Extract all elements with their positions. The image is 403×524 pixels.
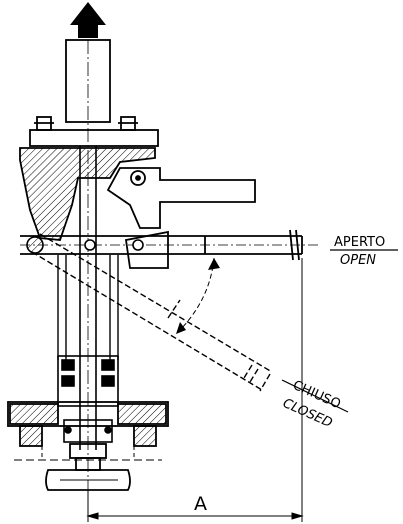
handle-closed-position <box>31 233 273 392</box>
swing-arc-arrow-icon <box>208 258 220 270</box>
stem-tube <box>65 39 111 123</box>
dimension-a <box>86 258 304 522</box>
handle-open-position <box>20 229 318 261</box>
seal-rings <box>63 419 113 443</box>
lift-arrow-icon <box>70 2 106 38</box>
upper-flange <box>29 116 159 147</box>
dimension-a-label: A <box>194 493 207 515</box>
lever-linkage <box>106 167 256 269</box>
bonnet-body-section <box>19 147 156 241</box>
swing-arc-arrow-icon <box>176 322 186 334</box>
closed-label-divider <box>281 379 349 413</box>
stem-rods <box>79 146 97 450</box>
lower-flange <box>7 401 169 461</box>
packing-gland <box>57 355 119 407</box>
open-label-english: OPEN <box>340 253 376 268</box>
open-label-italian: APERTO <box>334 235 385 250</box>
pivot-pins <box>26 236 144 254</box>
valve-disc <box>45 443 131 491</box>
